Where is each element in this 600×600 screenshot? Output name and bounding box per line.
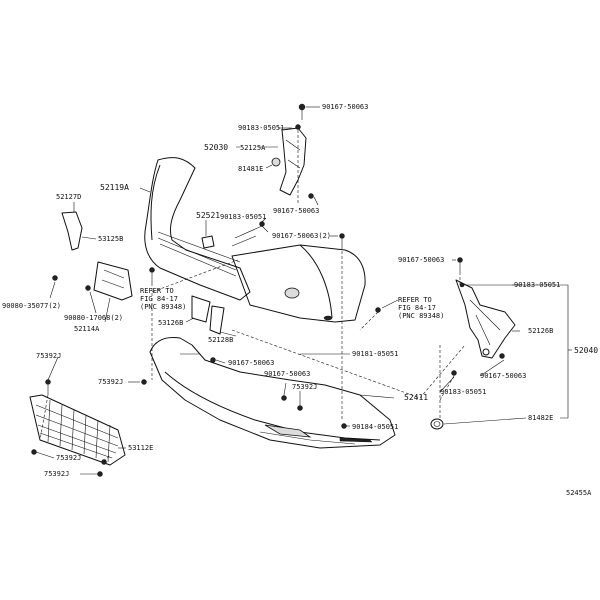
fog-lamp-opening	[284, 287, 300, 299]
label-81482E: 81482E	[528, 414, 553, 422]
label-90167-50063-low: 90167-50063	[480, 372, 526, 380]
label-53126B: 53126B	[158, 319, 183, 327]
label-90181-05051: 90181-05051	[352, 350, 398, 358]
label-52411: 52411	[404, 393, 428, 402]
label-75392J-5: 75392J	[44, 470, 69, 478]
bumper-cover-upper	[144, 157, 366, 323]
bumper-cover-lower	[149, 337, 396, 449]
label-refer-1-line3: (PNC 89348)	[140, 303, 186, 311]
label-52128B: 52128B	[208, 336, 233, 344]
label-52114A: 52114A	[74, 325, 100, 333]
molding-52128B	[209, 305, 225, 335]
label-52126B: 52126B	[528, 327, 553, 335]
label-90183-05051-low: 90183-05051	[440, 388, 486, 396]
label-refer-1-line2: FIG 84-17	[140, 295, 178, 303]
label-90167-50063-2: 90167-50063(2)	[272, 232, 331, 240]
label-90080-35077: 90080-35077(2)	[2, 302, 61, 310]
label-90167-50063-top: 90167-50063	[322, 103, 368, 111]
label-53112E: 53112E	[128, 444, 153, 452]
part-labels: 90167-50063 90183-05051 52030 52125A 814…	[2, 103, 598, 497]
bumper-bracket-right	[455, 279, 516, 359]
bracket-left-pieces	[61, 211, 225, 335]
cap-81482E	[430, 418, 444, 430]
label-refer-2-line1: REFER TO	[398, 296, 432, 304]
bumper-bracket-upper	[271, 127, 307, 196]
label-75392J-4: 75392J	[56, 454, 81, 462]
label-90167-50063-right: 90167-50063	[228, 359, 274, 367]
label-90167-50063-r2: 90167-50063	[398, 256, 444, 264]
label-90167-50063-c: 90167-50063	[264, 370, 310, 378]
leader-lines	[35, 106, 572, 475]
washer-81481E	[271, 157, 281, 167]
label-90183-05051-right: 90183-05051	[514, 281, 560, 289]
label-refer-1-line1: REFER TO	[140, 287, 174, 295]
label-refer-2-line3: (PNC 89348)	[398, 312, 444, 320]
label-90184-05051: 90184-05051	[352, 423, 398, 431]
label-52119A: 52119A	[100, 183, 129, 192]
label-52125A: 52125A	[240, 144, 266, 152]
molding-53126B	[191, 295, 211, 323]
clip-52521	[201, 235, 215, 249]
label-75392J-3: 75392J	[292, 383, 317, 391]
diagram-id: 52455A	[566, 489, 592, 497]
label-53125B: 53125B	[98, 235, 123, 243]
bracket-52114A	[93, 261, 133, 301]
label-52127D: 52127D	[56, 193, 81, 201]
label-75392J-2: 75392J	[98, 378, 123, 386]
fasteners	[31, 103, 505, 477]
label-90183-05051-top: 90183-05051	[238, 124, 284, 132]
label-75392J-1: 75392J	[36, 352, 61, 360]
label-90167-50063-mid: 90167-50063	[273, 207, 319, 215]
label-52521: 52521	[196, 211, 220, 220]
label-81481E: 81481E	[238, 165, 263, 173]
label-refer-2-line2: FIG 84-17	[398, 304, 436, 312]
label-52030: 52030	[204, 143, 228, 152]
label-52040: 52040	[574, 346, 598, 355]
bracket-52127D	[61, 211, 83, 251]
label-90183-05051-mid: 90183-05051	[220, 213, 266, 221]
label-90080-17068: 90080-17068(2)	[64, 314, 123, 322]
